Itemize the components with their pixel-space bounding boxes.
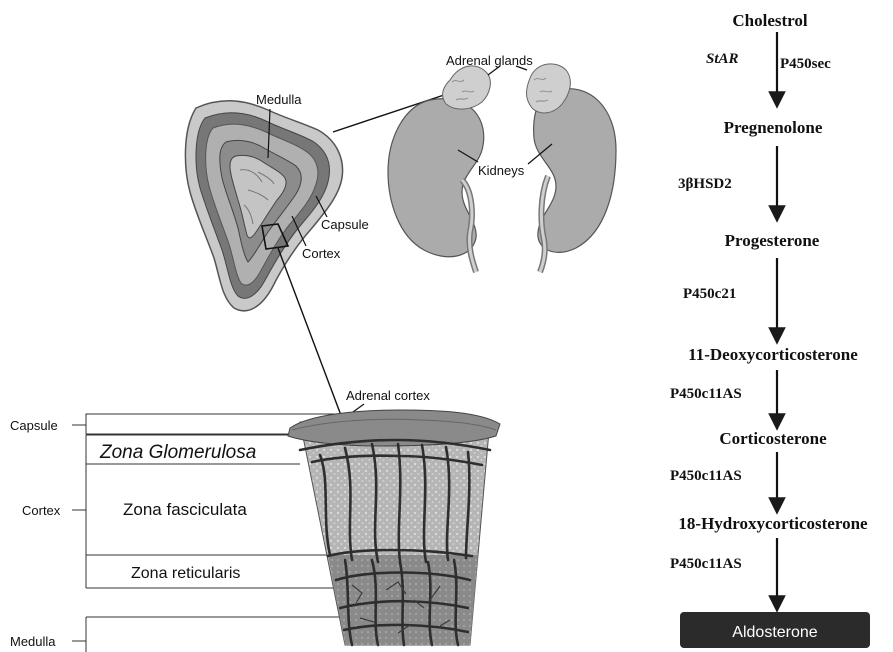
medulla-label: Medulla <box>256 92 302 107</box>
enzyme-p450c11as-3: P450c11AS <box>670 556 742 572</box>
side-label-cortex: Cortex <box>22 503 61 518</box>
side-label-medulla: Medulla <box>10 634 56 649</box>
pathway-step-progesterone: Progesterone <box>725 231 820 250</box>
pathway-step-pregnenolone: Pregnenolone <box>724 118 823 137</box>
side-label-capsule: Capsule <box>10 418 58 433</box>
zona-fasciculata-label: Zona fasciculata <box>123 500 247 519</box>
cortex-block-illustration <box>288 410 500 645</box>
kidneys-label: Kidneys <box>478 163 525 178</box>
enzyme-p450c11as-2: P450c11AS <box>670 468 742 484</box>
pathway-step-cholestrol: Cholestrol <box>732 11 808 30</box>
zona-reticularis-label: Zona reticularis <box>131 565 240 582</box>
pathway-step-corticosterone: Corticosterone <box>719 429 827 448</box>
adrenal-cortex-label: Adrenal cortex <box>346 388 430 403</box>
left-adrenal-gland <box>443 66 491 109</box>
enzyme-p450scc: P450sec <box>780 56 831 72</box>
zona-glomerulosa-label: Zona Glomerulosa <box>99 442 256 463</box>
cortex-label: Cortex <box>302 246 341 261</box>
enzyme-3bhsd2: 3βHSD2 <box>678 176 732 192</box>
enzyme-p450c21: P450c21 <box>683 286 736 302</box>
capsule-label: Capsule <box>321 217 369 232</box>
pathway-step-11-deoxycorticosterone: 11-Deoxycorticosterone <box>688 345 858 364</box>
pathway-step-18-hydroxycorticosterone: 18-Hydroxycorticosterone <box>678 514 868 533</box>
enzyme-star: StAR <box>706 51 739 67</box>
adrenal-glands-label: Adrenal glands <box>446 53 533 68</box>
aldosterone-label: Aldosterone <box>732 624 817 641</box>
enzyme-p450c11as-1: P450c11AS <box>670 386 742 402</box>
